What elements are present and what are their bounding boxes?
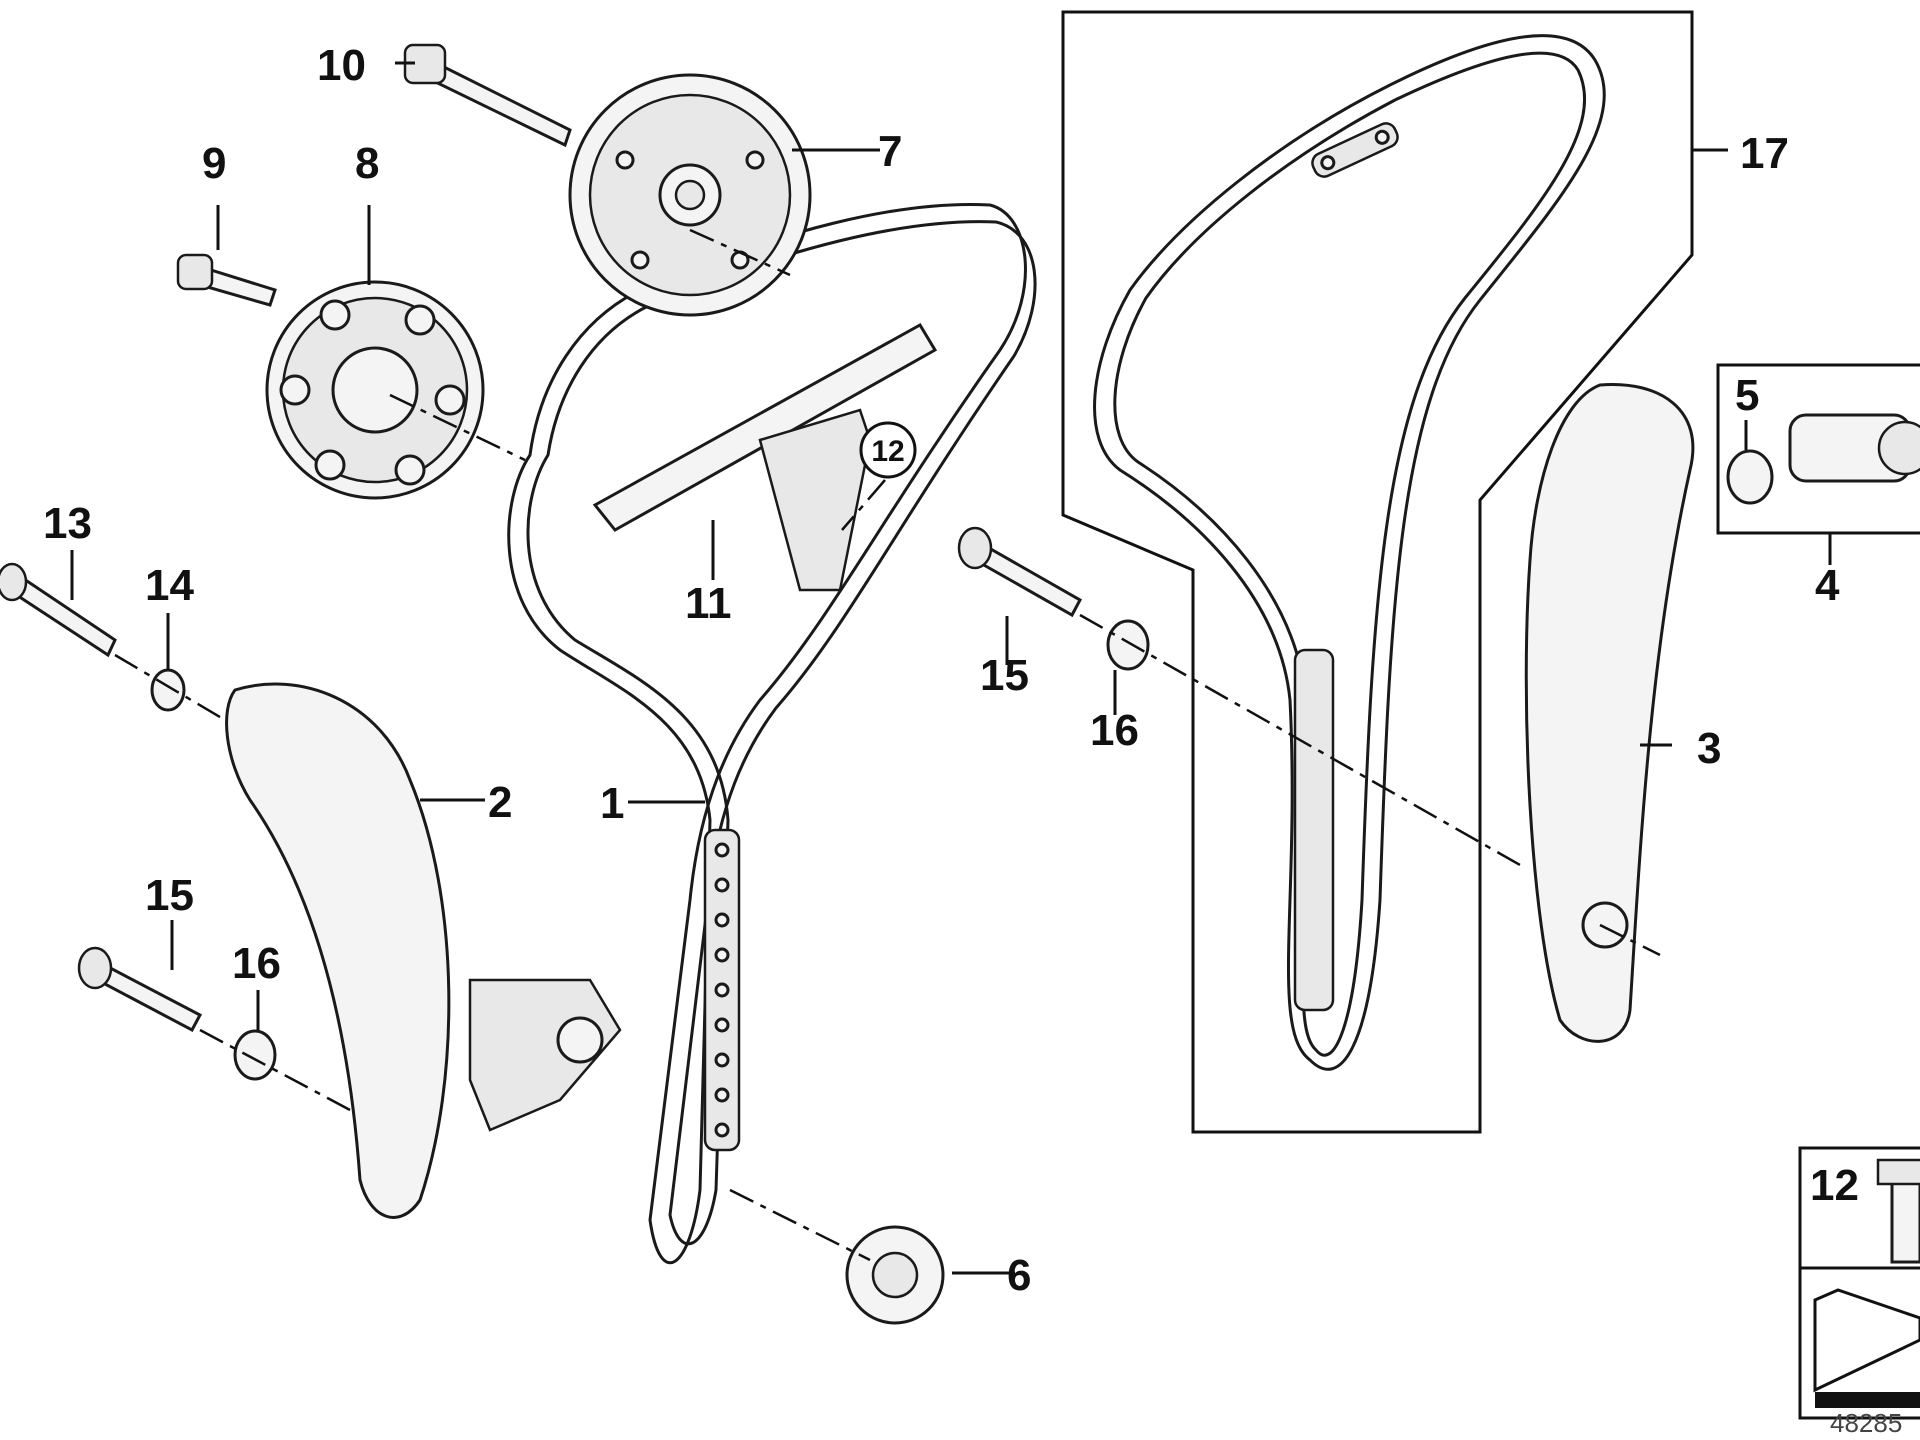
pin-15-mid [957,526,1083,618]
bolt-10 [403,43,572,148]
axis-lines [114,228,1661,1262]
label-part-16-mid: 16 [1090,706,1139,755]
label-part-16-left: 16 [232,939,281,988]
tensioner-frame-4 [1716,363,1920,535]
bolt-9 [176,253,277,307]
label-part-6: 6 [1007,1251,1031,1300]
bolt-legend-frame [1798,1146,1920,1420]
seal-ring-5 [1726,449,1774,505]
label-part-13: 13 [43,499,92,548]
label-part-17: 17 [1740,129,1789,178]
ref-circle-12 [859,421,917,479]
label-part-8: 8 [355,139,379,188]
seal-ring-16-mid [1106,619,1150,671]
label-part-12-legend: 12 [1810,1161,1859,1210]
sprocket-8 [265,280,485,500]
leader-lines [70,61,1832,1275]
pin-13 [0,562,117,658]
kit-chain-links [1293,648,1335,1012]
label-part-9: 9 [202,139,226,188]
pin-15-left [77,946,203,1033]
chain-tensioner-4 [1788,413,1920,483]
label-part-10: 10 [317,41,366,90]
guide-rail-11 [592,322,938,592]
label-part-12-circle: 12 [871,435,904,468]
chain-links [703,828,741,1152]
seal-ring-16-left [233,1029,277,1081]
chain-connecting-link [1311,122,1399,178]
seal-ring-14 [150,668,186,712]
label-part-14: 14 [145,561,194,610]
label-part-7: 7 [878,127,902,176]
label-part-2: 2 [488,778,512,827]
label-part-15-mid: 15 [980,651,1029,700]
legend-arrow-icon [1813,1288,1920,1408]
crank-sprocket-6 [845,1225,945,1325]
replacement-chain-17 [1093,34,1606,1071]
tensioner-rail-2 [225,682,622,1219]
guide-rail-3 [1524,382,1695,1043]
label-part-4: 4 [1815,561,1840,610]
camshaft-adjuster-7 [568,73,812,317]
label-part-11: 11 [685,579,732,628]
label-part-1: 1 [600,779,624,828]
diagram-number: 48285 [1830,1408,1902,1438]
label-part-15-left: 15 [145,871,194,920]
legend-bolt-12 [1876,1158,1920,1264]
label-part-3: 3 [1697,724,1721,773]
timing-chain [507,203,1037,1265]
kit-frame-17 [1061,10,1694,1134]
label-part-5: 5 [1735,371,1759,420]
